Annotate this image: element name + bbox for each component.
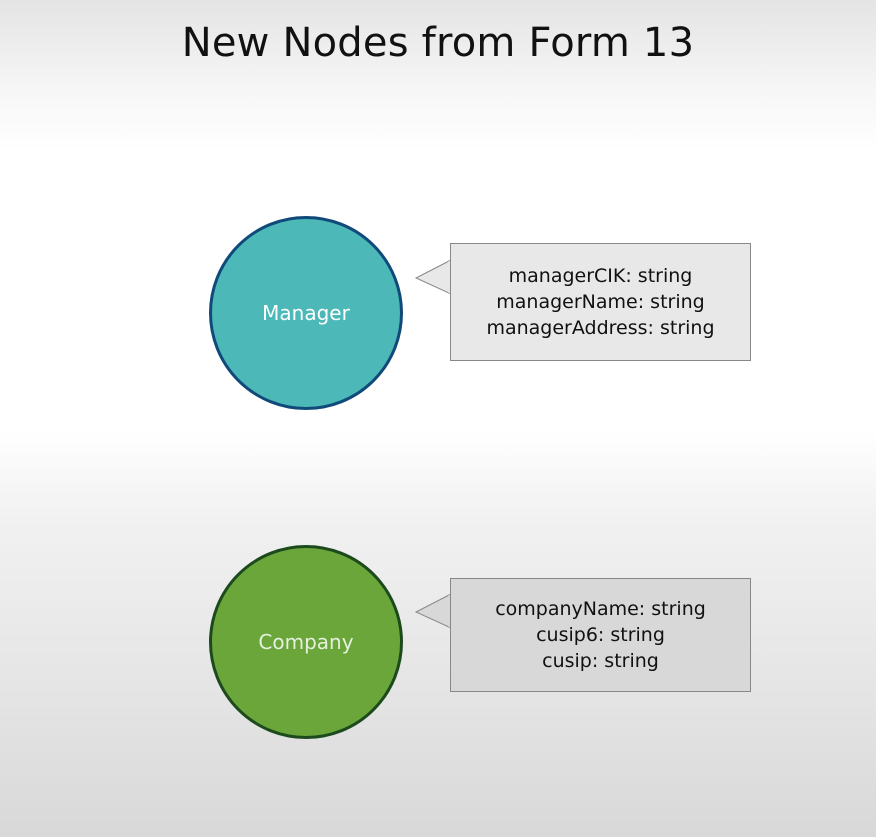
manager-property: managerAddress: string	[486, 317, 715, 339]
company-node-label: Company	[258, 630, 354, 654]
company-callout-pointer	[414, 593, 452, 629]
company-property: cusip6: string	[536, 624, 665, 646]
manager-pointer-shape	[414, 259, 452, 295]
manager-properties-callout: managerCIK: string managerName: string m…	[450, 243, 751, 361]
manager-property: managerName: string	[496, 291, 705, 313]
manager-property: managerCIK: string	[508, 265, 693, 287]
manager-callout-pointer	[414, 259, 452, 295]
manager-node: Manager	[209, 216, 403, 410]
company-node: Company	[209, 545, 403, 739]
diagram-title: New Nodes from Form 13	[181, 20, 695, 66]
company-pointer-shape	[414, 593, 452, 629]
company-property: companyName: string	[495, 598, 706, 620]
company-property: cusip: string	[542, 650, 659, 672]
manager-node-label: Manager	[262, 301, 350, 325]
company-properties-callout: companyName: string cusip6: string cusip…	[450, 578, 751, 692]
